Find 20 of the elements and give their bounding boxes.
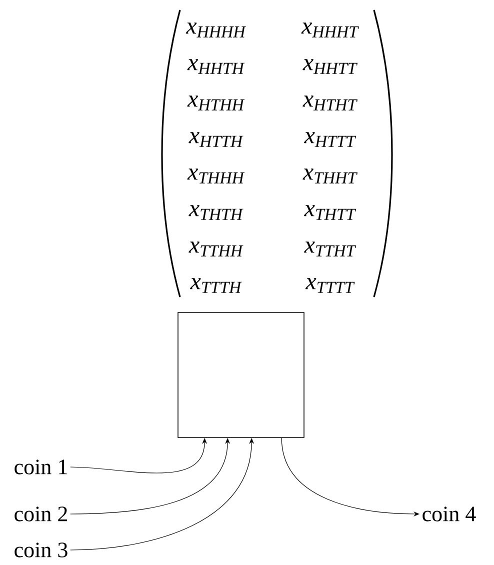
coin-label: coin 4 xyxy=(422,506,476,522)
coin-label: coin 1 xyxy=(14,460,67,474)
matrix-entry: x$_{HTHT}$ xyxy=(302,96,358,110)
matrix-entry: x$_{HHHH}$ xyxy=(186,22,246,38)
matrix-entry: x$_{HTTH}$ xyxy=(188,132,244,147)
coin-label: coin 3 xyxy=(14,542,68,558)
matrix-entry: x$_{TTHT}$ xyxy=(304,242,356,256)
matrix-entry: x$_{HTTT}$ xyxy=(304,132,356,147)
empty-box xyxy=(178,312,304,438)
matrix-entry: x$_{HHHT}$ xyxy=(301,22,359,38)
matrix-entry: x$_{HHTT}$ xyxy=(302,59,358,74)
matrix-entry: x$_{THTH}$ xyxy=(188,205,244,220)
matrix-entry: x$_{THHT}$ xyxy=(302,168,358,184)
matrix-entry: x$_{THTT}$ xyxy=(304,205,356,220)
coin-label: coin 2 xyxy=(14,506,67,522)
matrix-entry: x$_{HHTH}$ xyxy=(187,59,245,74)
matrix-entry: x$_{HTHH}$ xyxy=(187,96,245,110)
matrix-entry: x$_{TTTT}$ xyxy=(305,278,355,293)
matrix-entry: x$_{TTHH}$ xyxy=(188,242,244,256)
matrix-entry: x$_{THHH}$ xyxy=(187,168,245,184)
